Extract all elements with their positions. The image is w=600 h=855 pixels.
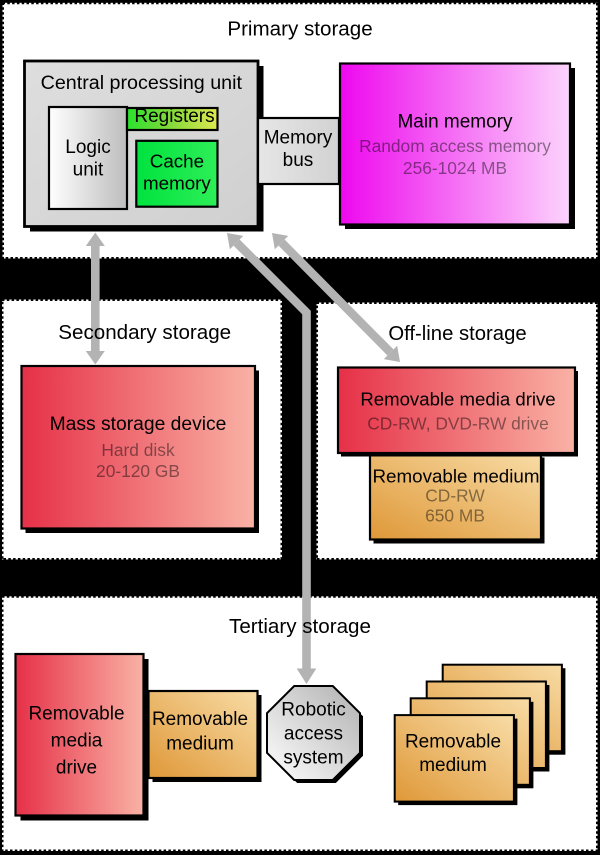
svg-text:Removable: Removable <box>405 731 501 752</box>
svg-text:Removable: Removable <box>152 709 248 730</box>
svg-text:Registers: Registers <box>134 106 214 127</box>
svg-text:Hard disk: Hard disk <box>101 440 175 460</box>
svg-text:650 MB: 650 MB <box>425 506 485 526</box>
svg-text:Primary storage: Primary storage <box>227 17 372 40</box>
svg-text:Robotic: Robotic <box>281 699 345 720</box>
svg-text:20-120 GB: 20-120 GB <box>96 461 180 481</box>
svg-text:Tertiary storage: Tertiary storage <box>229 615 371 638</box>
svg-text:Mass storage device: Mass storage device <box>50 414 227 435</box>
svg-text:media: media <box>51 730 103 751</box>
svg-text:medium: medium <box>166 734 234 755</box>
svg-text:Central processing unit: Central processing unit <box>41 72 243 94</box>
svg-text:Removable medium: Removable medium <box>372 465 539 486</box>
svg-text:CD-RW: CD-RW <box>425 486 485 506</box>
svg-text:system: system <box>283 747 343 768</box>
svg-text:bus: bus <box>283 150 314 171</box>
svg-text:Random access memory: Random access memory <box>359 136 551 156</box>
svg-text:Cache: Cache <box>150 151 204 172</box>
svg-text:memory: memory <box>143 172 211 193</box>
svg-text:CD-RW, DVD-RW drive: CD-RW, DVD-RW drive <box>367 413 548 433</box>
svg-text:Removable media drive: Removable media drive <box>360 388 555 409</box>
svg-text:Secondary storage: Secondary storage <box>58 321 231 344</box>
svg-text:unit: unit <box>73 159 104 180</box>
svg-text:Memory: Memory <box>264 127 333 148</box>
svg-text:Logic: Logic <box>65 137 110 158</box>
svg-text:256-1024 MB: 256-1024 MB <box>403 158 507 178</box>
svg-text:Off-line storage: Off-line storage <box>388 323 526 345</box>
svg-text:Removable: Removable <box>28 703 124 724</box>
svg-text:medium: medium <box>419 755 487 776</box>
svg-text:drive: drive <box>56 757 97 778</box>
svg-text:Main memory: Main memory <box>397 112 513 133</box>
svg-text:access: access <box>284 723 343 744</box>
